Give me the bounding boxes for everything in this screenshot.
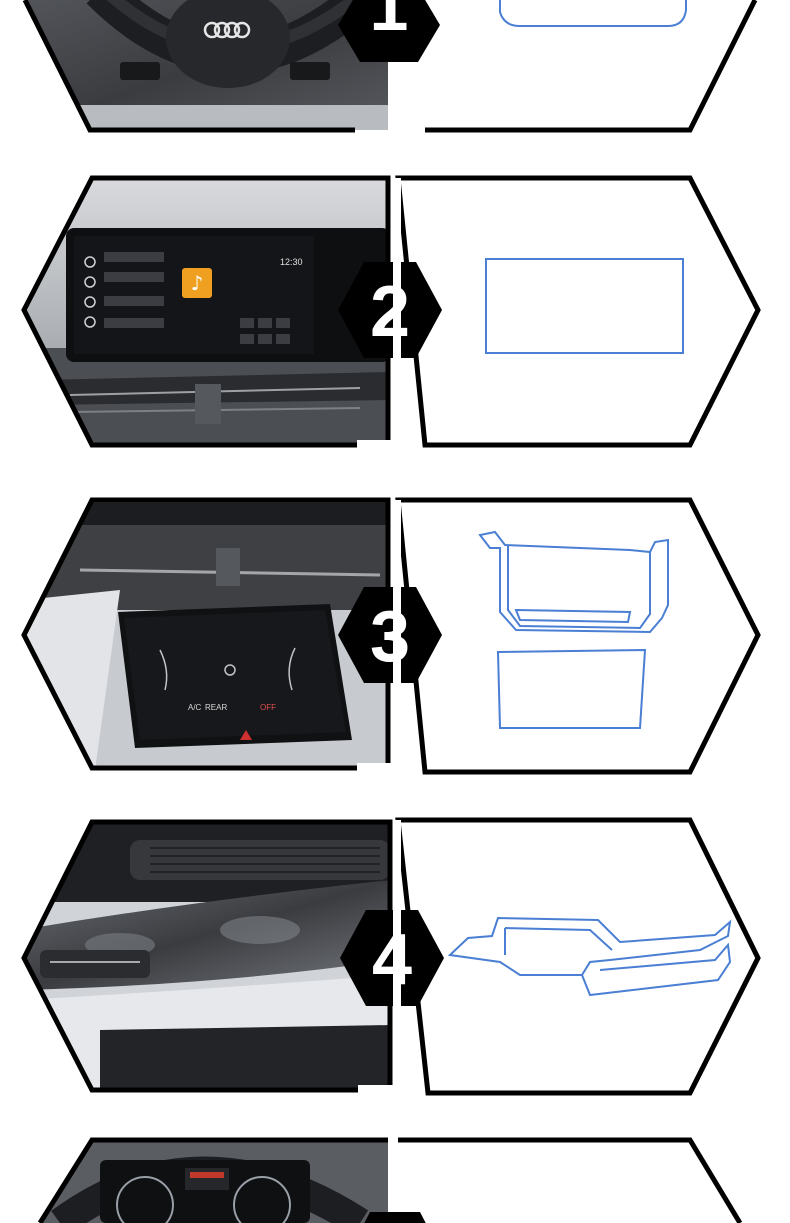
cluster-gauges: [116, 1176, 291, 1223]
hazard-icon: [240, 730, 252, 740]
infotainment-menu-icons: [84, 256, 96, 328]
step-badge-5: [364, 1212, 426, 1223]
climate-screen-photo: A/C REAR OFF: [24, 500, 388, 768]
climate-controls: [159, 647, 296, 691]
climate-panel-film-cutout: [478, 530, 669, 729]
climate-off-label: OFF: [260, 703, 276, 712]
section-5: [37, 1137, 743, 1223]
passenger-dash-photo: [24, 822, 390, 1090]
step-number-2: 2: [370, 272, 410, 352]
step-number-4: 4: [372, 920, 412, 1000]
section-3: A/C REAR OFF 3: [21, 497, 761, 775]
climate-rear-label: REAR: [205, 703, 227, 712]
step-number-3: 3: [370, 597, 410, 677]
infotainment-screen-photo: ♪ 12:30: [24, 178, 388, 445]
passenger-dash-film-cutout: [447, 916, 732, 997]
section-2: ♪ 12:30 2: [21, 175, 761, 450]
infotainment-clock: 12:30: [280, 257, 303, 267]
instrument-cluster-photo: [40, 1140, 388, 1223]
audi-rings-logo: [203, 21, 251, 39]
step-badge-1: [338, 0, 440, 62]
section-1: 1: [22, 0, 758, 133]
section-4: 4: [21, 817, 761, 1096]
steering-wheel-photo: [25, 0, 388, 130]
music-note-icon: ♪: [191, 271, 204, 295]
steering-wheel-film-cutout: [499, 0, 687, 27]
step-number-1: 1: [370, 0, 409, 45]
infotainment-film-cutout: [485, 258, 684, 354]
climate-ac-label: A/C: [188, 703, 202, 712]
